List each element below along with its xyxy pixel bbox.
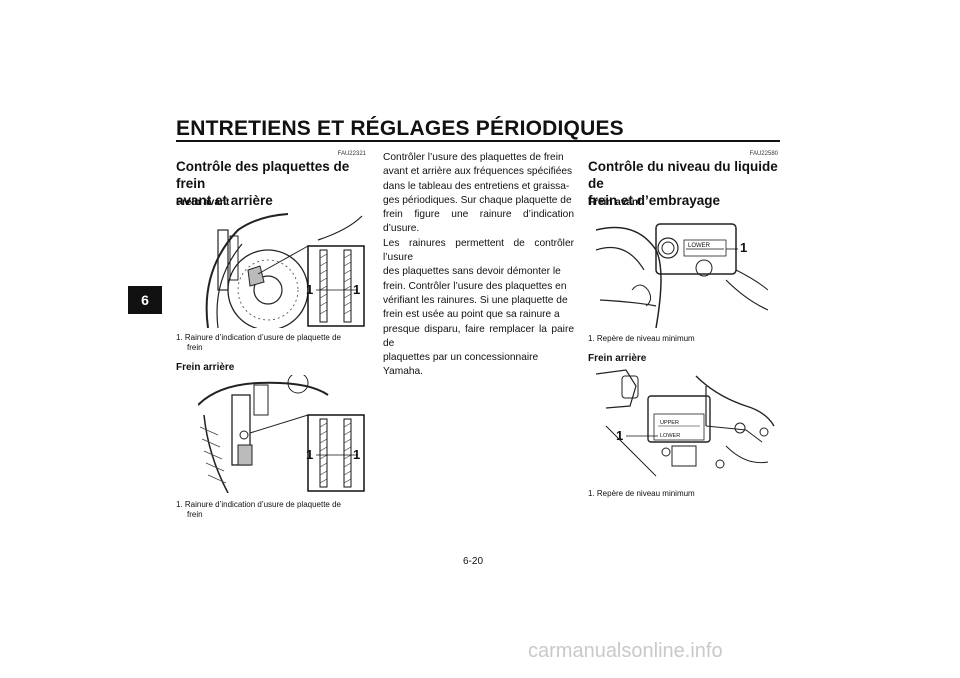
callout-1-right: 1 [353,447,360,462]
lower-mark-text: LOWER [660,433,680,439]
paragraph-line: presque disparu, faire remplacer la pair… [383,323,574,349]
caption-line: frein [187,343,203,352]
callout-1-left: 1 [306,282,313,297]
title-line: Contrôle des plaquettes de frein [176,159,350,191]
callout-1-left: 1 [306,447,313,462]
paragraph-line: des plaquettes sans devoir démonter le [383,266,561,278]
lower-mark-text: LOWER [688,243,711,249]
rear-reservoir-illustration: UPPER LOWER 1 [596,366,776,484]
front-reservoir-illustration: LOWER 1 [596,210,768,328]
upper-mark-text: UPPER [660,420,679,426]
figure-caption-front-reservoir: 1. Repère de niveau minimum [588,334,695,343]
paragraph-line: plaquettes par un concessionnaire [383,352,539,364]
section-code-left: FAU22321 [337,151,366,157]
paragraph-line: frein figure une rainure d’indication d’… [383,209,574,235]
watermark: carmanualsonline.info [528,640,723,662]
brake-pad-instructions: Contrôler l’usure des plaquettes de frei… [383,151,574,380]
title-line: Contrôle du niveau du liquide de [588,159,778,191]
caption-line: 1. Rainure d’indication d’usure de plaqu… [176,500,342,509]
paragraph-line: Yamaha. [383,366,424,378]
front-brake-label: Frein avant [176,197,230,208]
caption-line: frein [187,510,203,519]
rear-brake-pad-illustration: 1 1 [198,375,366,493]
front-brake-label-right: Frein avant [588,197,642,208]
paragraph-line: dans le tableau des entretiens et graiss… [383,180,570,192]
paragraph-line: vérifiant les rainures. Si une plaquette… [383,294,568,306]
paragraph-line: ges périodiques. Sur chaque plaquette de [383,194,572,206]
front-brake-pad-illustration: 1 1 [198,210,366,328]
paragraph-line: frein. Contrôler l’usure des plaquettes … [383,280,567,292]
callout-1-right: 1 [353,282,360,297]
title-line: avant et arrière [176,193,273,208]
paragraph-line: frein est usée au point que sa rainure a [383,309,560,321]
paragraph-line: avant et arrière aux fréquences spécifié… [383,166,573,178]
figure-caption-rear-reservoir: 1. Repère de niveau minimum [588,489,695,498]
caption-line: 1. Rainure d’indication d’usure de plaqu… [176,333,342,342]
figure-caption-rear: 1. Rainure d’indication d’usure de plaqu… [176,500,371,520]
chapter-marker [128,286,162,314]
rear-brake-label-right: Frein arrière [588,353,647,364]
header-rule [176,140,780,142]
page-number: 6-20 [463,556,484,567]
section-code-right: FAU22580 [749,151,778,157]
title-line: frein et d’embrayage [588,193,721,208]
paragraph-line: Contrôler l’usure des plaquettes de frei… [383,152,564,163]
paragraph-line: Les rainures permettent de contrôler l’u… [383,237,574,264]
figure-caption-front: 1. Rainure d’indication d’usure de plaqu… [176,333,371,353]
page-header-title: ENTRETIENS ET RÉGLAGES PÉRIODIQUES [176,117,624,140]
callout-1: 1 [616,428,623,443]
callout-1: 1 [740,240,747,255]
section-title-brake-pads: Contrôle des plaquettes de frein avant e… [176,158,376,209]
chapter-number: 6 [141,292,149,308]
section-title-fluid-level: Contrôle du niveau du liquide de frein e… [588,158,788,209]
rear-brake-label: Frein arrière [176,362,235,373]
